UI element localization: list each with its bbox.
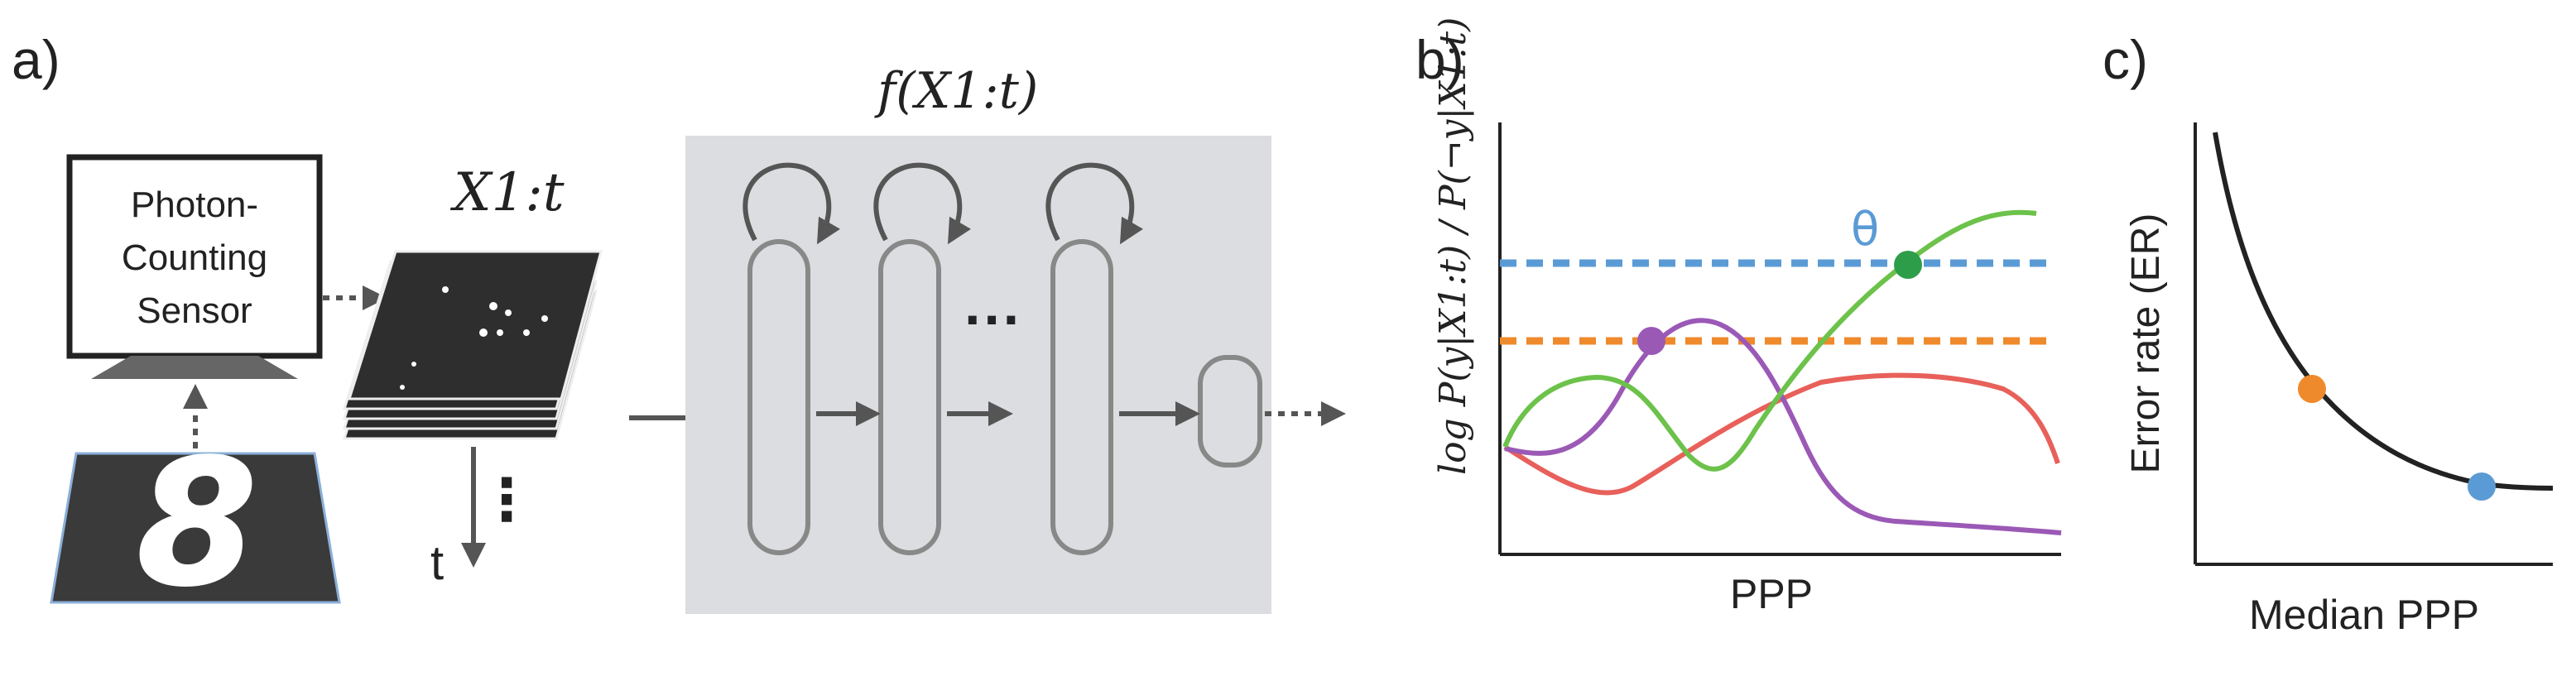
panel-c-label: c) — [2103, 29, 2148, 90]
sensor-monitor: Photon- Counting Sensor — [66, 154, 323, 379]
panel-b-ylabel: log P(y|X1:t) / P(¬y|X1:t) — [1432, 17, 1474, 475]
threshold-label: θ — [1851, 203, 1879, 257]
dot-purple-crossing — [1637, 327, 1665, 355]
panel-b-x-label: PPP — [1730, 571, 1813, 617]
dot-blue — [2468, 472, 2496, 501]
input-digit: 8 — [137, 422, 257, 625]
panel-b-y-label: log P(y|X1:t) / P(¬y|X1:t) — [1432, 17, 1474, 475]
panel-b-label: b) — [1415, 29, 1464, 90]
frames-ellipsis: ⋮ — [478, 468, 536, 532]
curve-red — [1503, 372, 2060, 496]
network-ellipsis: ··· — [964, 287, 1022, 352]
self-loop-1 — [743, 162, 840, 245]
photon-dots — [400, 286, 548, 390]
rnn-unit-2 — [878, 239, 941, 555]
dot-green-crossing — [1894, 251, 1922, 279]
sensor-label-line2: Counting — [122, 237, 267, 278]
frames-label: X1:t — [449, 162, 565, 223]
self-loop-2 — [873, 162, 971, 245]
output-unit — [1198, 355, 1262, 468]
monitor-stand — [91, 356, 298, 379]
sensor-label-line3: Sensor — [137, 290, 252, 331]
network-label: f(X1:t) — [874, 62, 1038, 120]
frame-stack — [342, 250, 603, 440]
sensor-label-line1: Photon- — [131, 185, 258, 225]
error-rate-curve — [2213, 132, 2554, 491]
panel-c-plot — [2194, 122, 2554, 566]
self-loop-3 — [1045, 162, 1143, 245]
panel-b-plot: θ — [1498, 122, 2062, 556]
rnn-unit-3 — [1050, 239, 1113, 555]
panel-c-x-label: Median PPP — [2249, 592, 2479, 638]
curve-green — [1502, 209, 2037, 472]
panel-a-label: a) — [12, 29, 60, 90]
curve-purple — [1504, 318, 2062, 535]
dot-orange — [2298, 375, 2326, 403]
input-digit-image: 8 — [50, 421, 341, 626]
panel-c-y-label: Error rate (ER) — [2124, 213, 2168, 474]
rnn-unit-1 — [747, 239, 810, 555]
recurrent-network: ··· — [685, 136, 1271, 614]
time-axis-label: t — [430, 536, 444, 590]
